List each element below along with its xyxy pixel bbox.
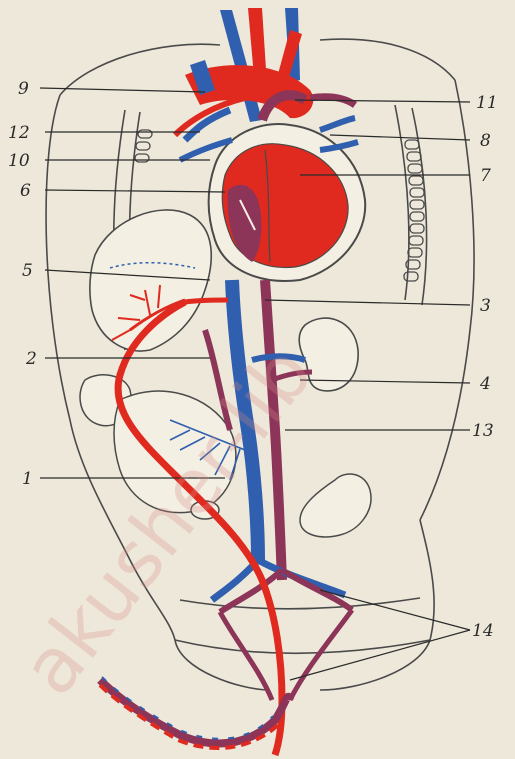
label-10: 10 — [8, 151, 30, 171]
label-2: 2 — [25, 349, 37, 369]
label-3: 3 — [480, 296, 491, 316]
label-12: 12 — [8, 123, 30, 143]
label-6: 6 — [20, 181, 31, 201]
label-5: 5 — [22, 261, 33, 281]
label-4: 4 — [479, 374, 491, 394]
label-9: 9 — [18, 79, 29, 99]
label-11: 11 — [476, 93, 498, 113]
label-8: 8 — [480, 131, 491, 151]
label-7: 7 — [480, 166, 491, 186]
label-1: 1 — [22, 469, 33, 489]
umbilical-arteries — [220, 610, 352, 700]
label-13: 13 — [472, 421, 494, 441]
label-14: 14 — [472, 621, 494, 641]
umbilical-cord — [100, 677, 290, 748]
